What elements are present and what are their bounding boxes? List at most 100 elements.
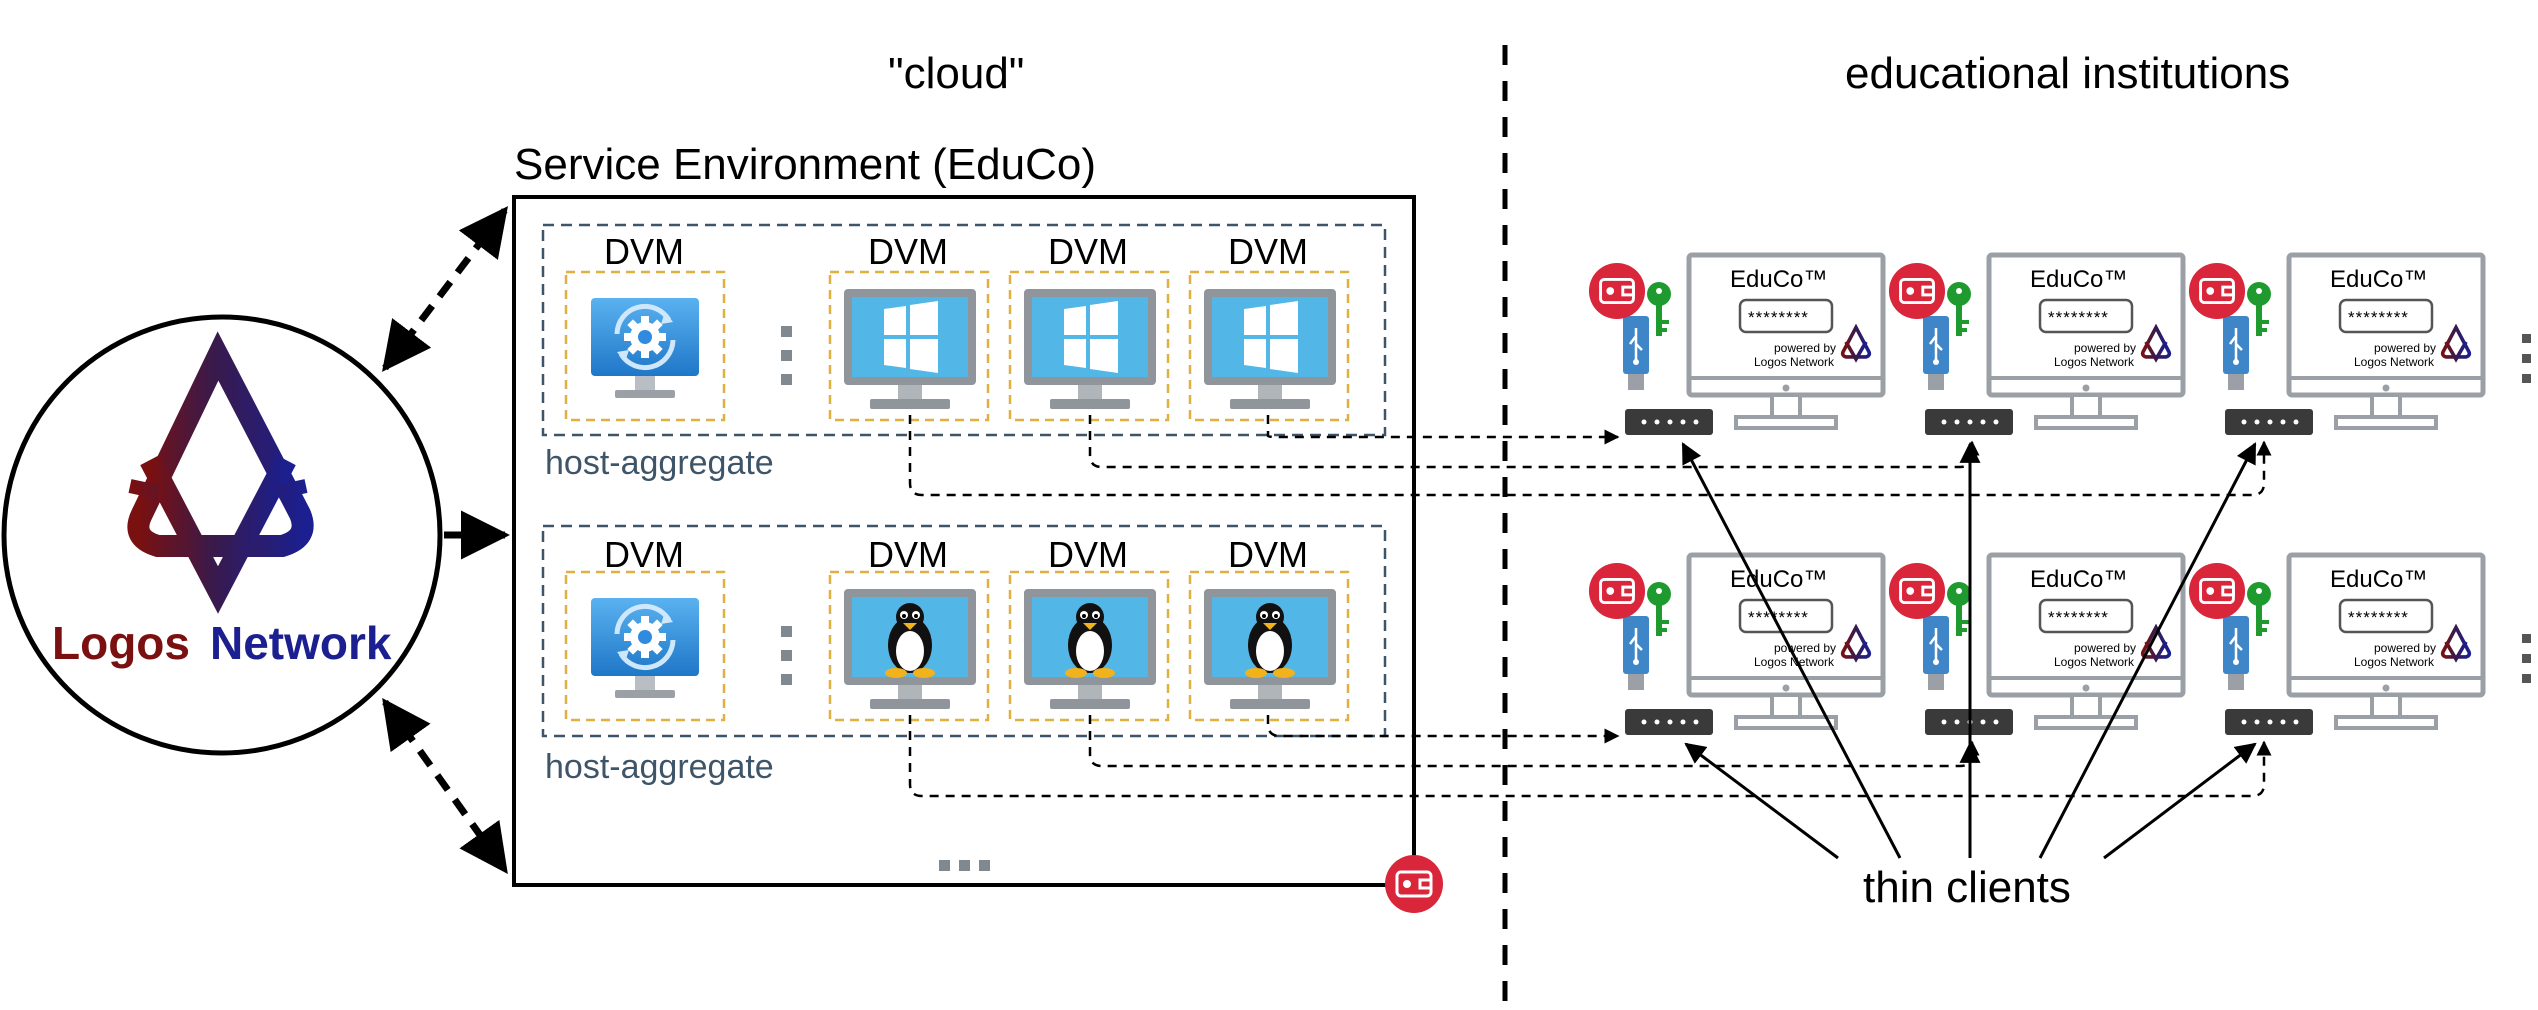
thin-client-powered-by: powered by	[2074, 641, 2137, 655]
wallet-icon	[2188, 562, 2246, 620]
key-icon	[1947, 282, 1971, 336]
more-clients-ellipsis-icon	[2522, 334, 2531, 683]
thin-client-password: ********	[2048, 608, 2109, 627]
logos-network-logo-icon	[127, 331, 314, 614]
vm-manager-icon	[591, 598, 699, 698]
thin-client-powered-by-name: Logos Network	[2354, 355, 2435, 369]
host-aggregate-box-2	[541, 524, 1387, 738]
thin-client-powered-by-name: Logos Network	[2354, 655, 2435, 669]
dvm-label: DVM	[1048, 231, 1128, 272]
cloud-heading: "cloud"	[888, 49, 1025, 98]
thin-client-title: EduCo™	[1730, 566, 1828, 593]
thin-client	[2188, 555, 2483, 735]
wallet-icon	[1588, 262, 1646, 320]
dvm-label: DVM	[868, 231, 948, 272]
logo-word-logos: Logos	[52, 617, 190, 669]
thin-client-powered-by: powered by	[1774, 641, 1837, 655]
thin-client-powered-by-name: Logos Network	[1754, 355, 1835, 369]
thin-client-title: EduCo™	[2330, 266, 2428, 293]
thin-client-password: ********	[1748, 308, 1809, 327]
dvm-label: DVM	[1048, 534, 1128, 575]
password-box	[2038, 298, 2134, 334]
thin-clients-label: thin clients	[1863, 863, 2071, 912]
thin-client-password: ********	[2048, 308, 2109, 327]
more-aggregates-ellipsis-icon	[939, 860, 990, 871]
dvm-label: DVM	[1228, 534, 1308, 575]
password-box	[1738, 598, 1834, 634]
linux-monitor-icon	[1204, 589, 1336, 709]
usb-stick-icon	[1621, 314, 1651, 392]
thin-client-password: ********	[2348, 608, 2409, 627]
thin-client-powered-by-name: Logos Network	[1754, 655, 1835, 669]
router-icon	[1625, 709, 1713, 735]
password-box	[1738, 298, 1834, 334]
key-icon	[1647, 582, 1671, 636]
dvm-label: DVM	[604, 534, 684, 575]
service-environment-title: Service Environment (EduCo)	[514, 140, 1097, 189]
thin-client-title: EduCo™	[2030, 266, 2128, 293]
password-box	[2338, 298, 2434, 334]
wallet-icon	[1888, 562, 1946, 620]
thin-client-powered-by: powered by	[2074, 341, 2137, 355]
thin-client	[2188, 255, 2483, 435]
thin-client-powered-by-name: Logos Network	[2054, 355, 2135, 369]
linux-monitor-icon	[844, 589, 976, 709]
thin-clients-grid	[1588, 255, 2483, 735]
host-aggregate-label: host-aggregate	[545, 748, 774, 786]
password-box	[2338, 598, 2434, 634]
router-icon	[1625, 409, 1713, 435]
usb-stick-icon	[2221, 614, 2251, 692]
thin-client-title: EduCo™	[2030, 566, 2128, 593]
thin-client-password: ********	[2348, 308, 2409, 327]
vertical-ellipsis-icon	[781, 326, 792, 385]
vm-manager-icon	[591, 298, 699, 398]
wallet-icon	[1888, 262, 1946, 320]
dvm-label: DVM	[1228, 231, 1308, 272]
password-box	[2038, 598, 2134, 634]
thin-clients-pointers	[1681, 441, 2257, 860]
windows-monitor-icon	[844, 289, 976, 409]
logo-link-top	[382, 206, 508, 372]
key-icon	[1947, 582, 1971, 636]
thin-client-powered-by: powered by	[2374, 641, 2437, 655]
usb-stick-icon	[2221, 314, 2251, 392]
dvm-label: DVM	[604, 231, 684, 272]
thin-client-title: EduCo™	[2330, 566, 2428, 593]
windows-monitor-icon	[1024, 289, 1156, 409]
dvm-label: DVM	[868, 534, 948, 575]
thin-client	[1888, 555, 2183, 735]
institutions-heading: educational institutions	[1845, 49, 2291, 98]
router-icon	[2225, 409, 2313, 435]
service-environment-box	[512, 195, 1416, 887]
key-icon	[2247, 282, 2271, 336]
linux-monitor-icon	[1024, 589, 1156, 709]
thin-client-password: ********	[1748, 608, 1809, 627]
windows-monitor-icon	[1204, 289, 1336, 409]
router-icon	[1925, 409, 2013, 435]
usb-stick-icon	[1921, 314, 1951, 392]
key-icon	[1647, 282, 1671, 336]
key-icon	[2247, 582, 2271, 636]
router-icon	[2225, 709, 2313, 735]
logo-word-network: Network	[210, 617, 392, 669]
usb-stick-icon	[1621, 614, 1651, 692]
thin-client-title: EduCo™	[1730, 266, 1828, 293]
thin-client	[1588, 255, 1883, 435]
thin-client-powered-by: powered by	[1774, 341, 1837, 355]
thin-client	[1588, 555, 1883, 735]
logo-link-bottom	[382, 698, 508, 874]
wallet-icon	[1384, 854, 1444, 914]
host-aggregate-label: host-aggregate	[545, 444, 774, 482]
vertical-ellipsis-icon	[781, 626, 792, 685]
wallet-icon	[2188, 262, 2246, 320]
usb-stick-icon	[1921, 614, 1951, 692]
thin-client-powered-by: powered by	[2374, 341, 2437, 355]
thin-client-powered-by-name: Logos Network	[2054, 655, 2135, 669]
aggregate-row-1	[564, 270, 1350, 422]
thin-client	[1888, 255, 2183, 435]
aggregate-row-2	[564, 570, 1350, 722]
wallet-icon	[1588, 562, 1646, 620]
host-aggregate-box-1	[541, 223, 1387, 437]
